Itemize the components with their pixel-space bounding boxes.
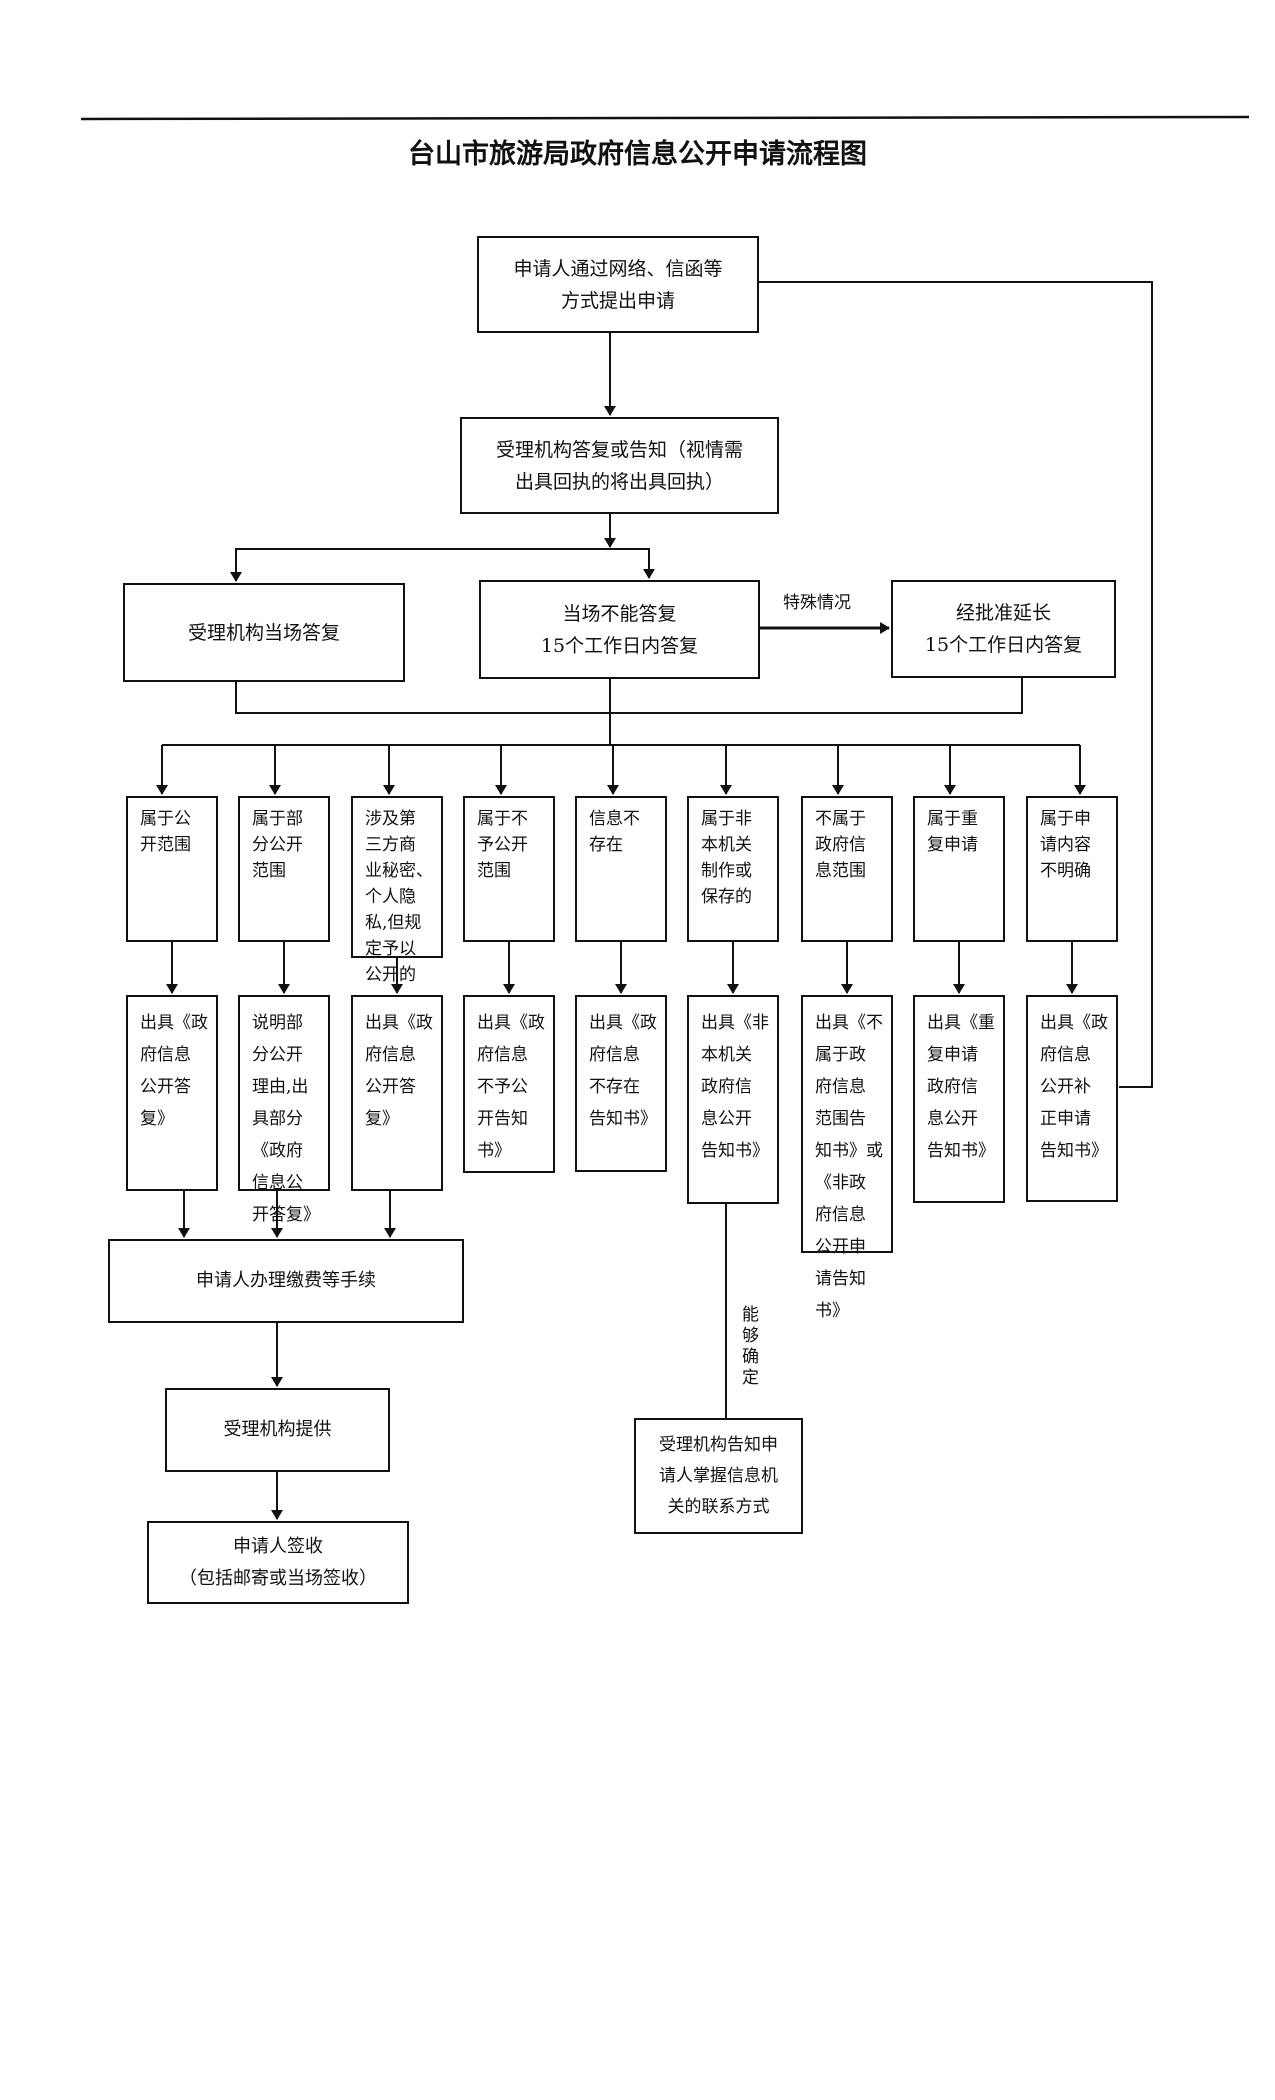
outcome-box: 出具《政 府信息 公开答 复》: [126, 995, 218, 1191]
category-box: 属于公 开范围: [126, 796, 218, 942]
can-determine-label: 能 够 确 定: [742, 1305, 759, 1388]
category-box: 属于重 复申请: [913, 796, 1005, 942]
submit-application-box: 申请人通过网络、信函等 方式提出申请: [477, 236, 759, 333]
fees-box: 申请人办理缴费等手续: [108, 1239, 464, 1323]
outcome-box: 出具《政 府信息 公开补 正申请 告知书》: [1026, 995, 1118, 1202]
outcome-box: 出具《不 属于政 府信息 范围告 知书》或 《非政 府信息 公开申 请告知 书》: [801, 995, 893, 1321]
category-box: 信息不 存在: [575, 796, 667, 942]
header-rule: [80, 115, 1250, 121]
reply-on-spot-box: 受理机构当场答复: [123, 583, 405, 682]
sign-box: 申请人签收 （包括邮寄或当场签收）: [147, 1521, 409, 1604]
category-box: 属于非 本机关 制作或 保存的: [687, 796, 779, 942]
inform-contact-box: 受理机构告知申 请人掌握信息机 关的联系方式: [634, 1418, 803, 1534]
special-case-label: 特殊情况: [783, 593, 851, 613]
page-title: 台山市旅游局政府信息公开申请流程图: [408, 139, 867, 170]
provide-box: 受理机构提供: [165, 1388, 390, 1472]
reply-15-days-box: 当场不能答复 15个工作日内答复: [479, 580, 760, 679]
category-box: 属于不 予公开 范围: [463, 796, 555, 942]
category-box: 属于部 分公开 范围: [238, 796, 330, 942]
outcome-box: 出具《政 府信息 公开答 复》: [351, 995, 443, 1191]
extension-box: 经批准延长 15个工作日内答复: [891, 580, 1116, 678]
category-box: 涉及第 三方商 业秘密、 个人隐 私,但规 定予以 公开的: [351, 796, 443, 985]
outcome-box: 出具《非 本机关 政府信 息公开 告知书》: [687, 995, 779, 1204]
outcome-box: 出具《重 复申请 政府信 息公开 告知书》: [913, 995, 1005, 1203]
outcome-box: 说明部 分公开 理由,出 具部分 《政府 信息公 开答复》: [238, 995, 330, 1225]
outcome-box: 出具《政 府信息 不存在 告知书》: [575, 995, 667, 1172]
acknowledge-box: 受理机构答复或告知（视情需 出具回执的将出具回执）: [460, 417, 779, 514]
category-box: 属于申 请内容 不明确: [1026, 796, 1118, 942]
category-box: 不属于 政府信 息范围: [801, 796, 893, 942]
outcome-box: 出具《政 府信息 不予公 开告知 书》: [463, 995, 555, 1173]
